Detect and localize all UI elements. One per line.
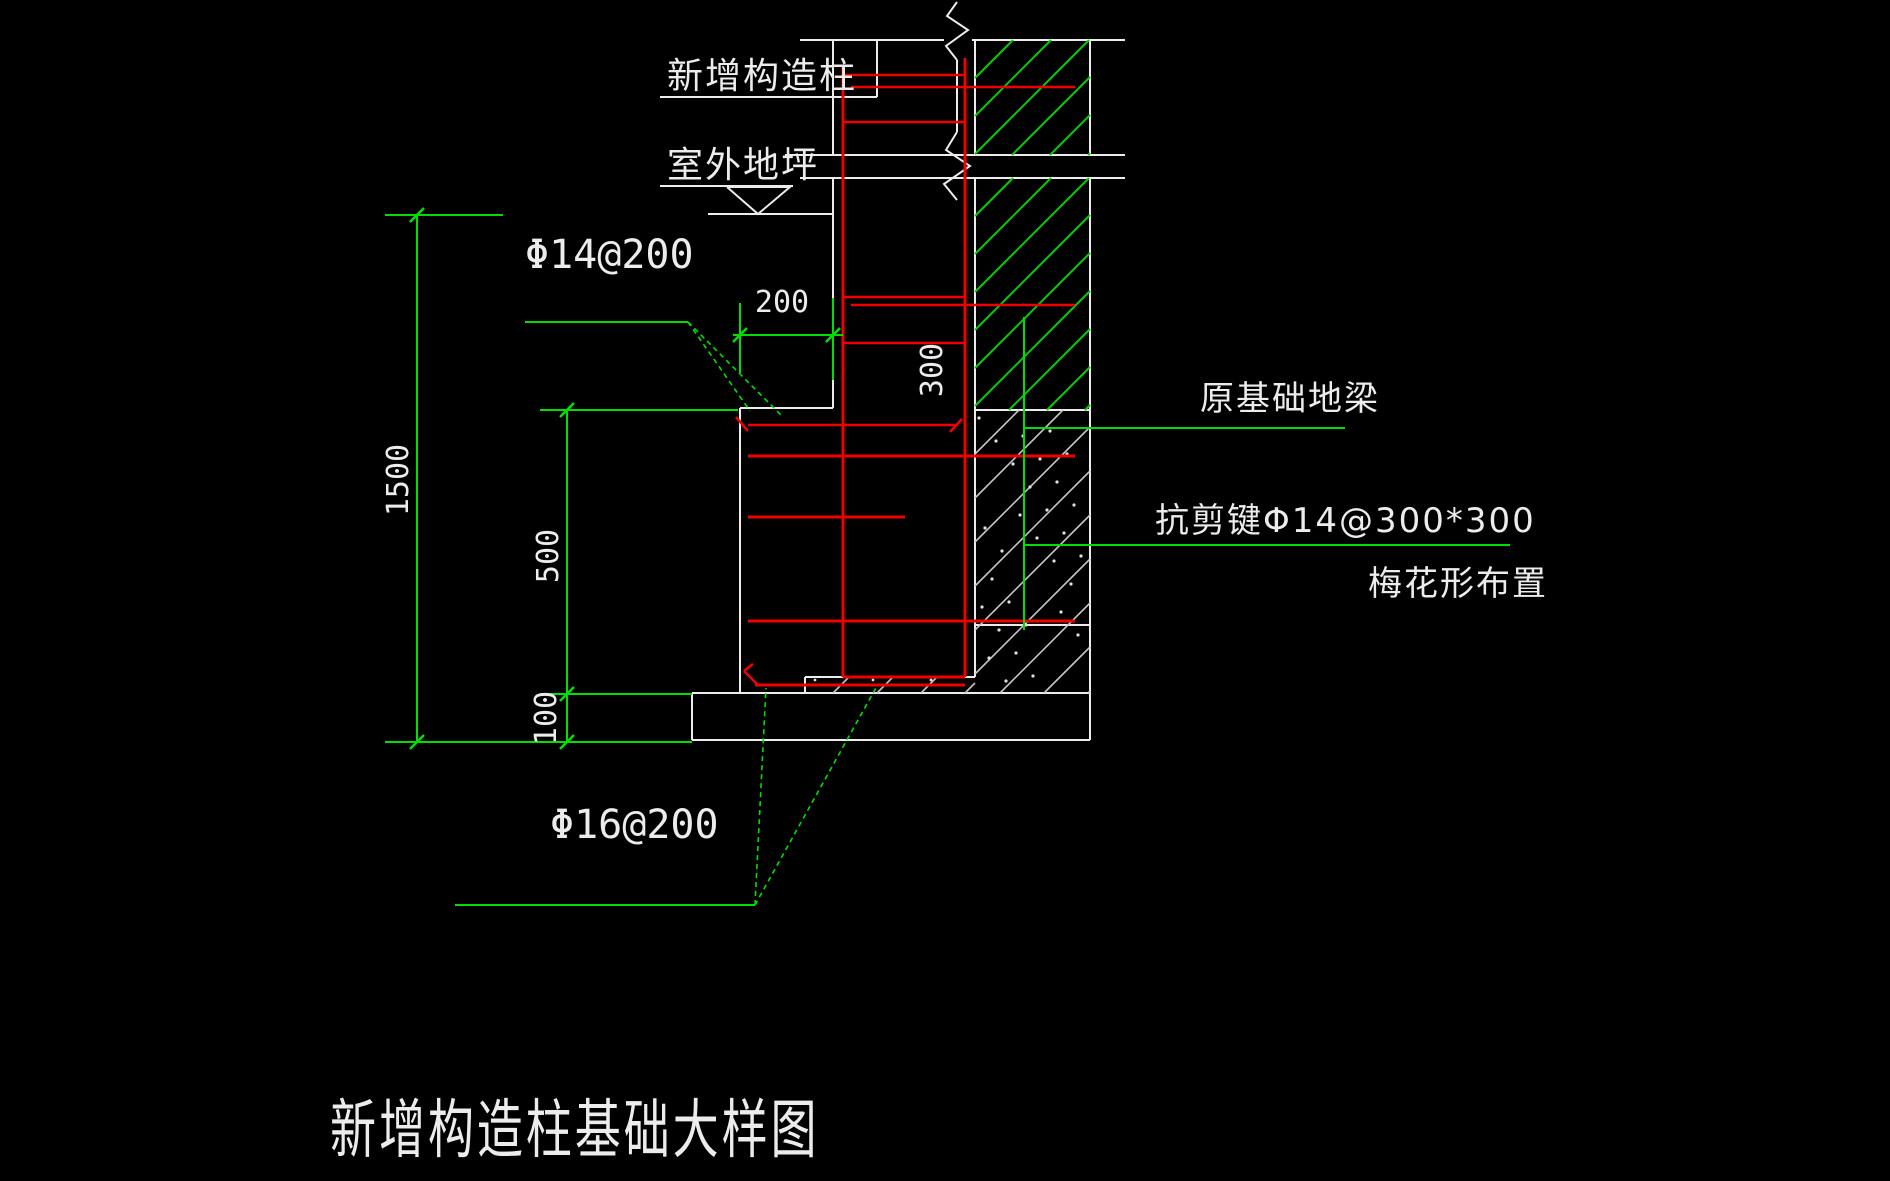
dim-100-text: 100 (529, 691, 564, 745)
stirrup-hook-left (735, 416, 749, 432)
dim-ticks (409, 207, 841, 750)
dim-500-text: 500 (531, 529, 566, 583)
label-top-rebar: Φ14@200 (525, 232, 694, 278)
top-rebar-leader (687, 321, 751, 412)
label-outdoor-ground: 室外地坪 (667, 145, 819, 186)
top-rebar-leader (687, 321, 784, 418)
label-original-beam: 原基础地梁 (1200, 379, 1380, 419)
dim-200-text: 200 (755, 285, 809, 320)
structure-outline (660, 1, 1125, 741)
bottom-bar-hook (743, 670, 759, 686)
concrete-speckles (813, 416, 1083, 687)
concrete-hatch (832, 409, 1091, 694)
drawing-title: 新增构造柱基础大样图 (330, 1093, 819, 1168)
bottom-rebar-leader (754, 687, 767, 906)
bottom-bar-hook-tip (743, 663, 754, 672)
label-shear-key-layout: 梅花形布置 (1368, 564, 1548, 604)
wall-brick-hatch (974, 39, 1091, 411)
level-triangle-icon (726, 186, 793, 216)
label-bottom-rebar: Φ16@200 (550, 802, 719, 848)
dim-1500-text: 1500 (381, 444, 416, 516)
label-new-column: 新增构造柱 (667, 56, 857, 97)
dim-300-text: 300 (915, 343, 950, 397)
label-shear-key: 抗剪键Φ14@300*300 (1155, 501, 1536, 541)
break-line-slab (942, 131, 972, 201)
stirrup-hook-right (949, 418, 963, 433)
bottom-rebar-leader (754, 685, 878, 906)
rebar-cage (735, 58, 1075, 687)
dimensions (385, 207, 1510, 906)
annotations: 新增构造柱 室外地坪 Φ14@200 Φ16@200 原基础地梁 抗剪键Φ14@… (330, 56, 1548, 1168)
break-line-top (944, 1, 970, 61)
